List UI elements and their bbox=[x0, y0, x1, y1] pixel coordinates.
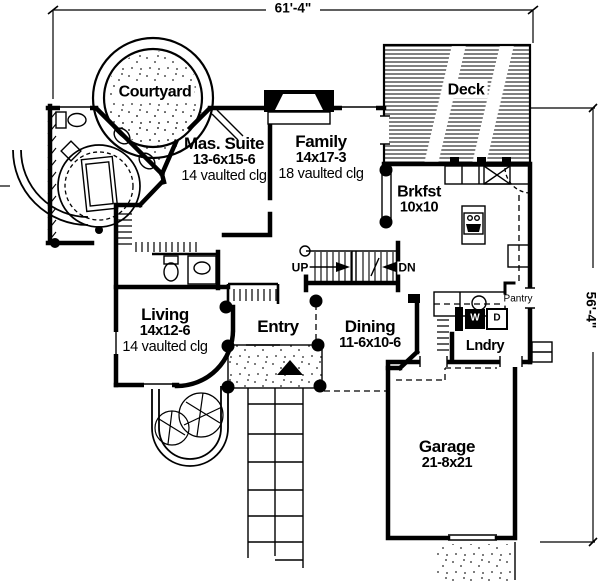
master-suite-ceiling: 14 vaulted clg bbox=[181, 168, 267, 185]
family-ceiling: 18 vaulted clg bbox=[278, 166, 364, 183]
living-name: Living bbox=[141, 305, 189, 325]
breakfast-name: Brkfst bbox=[397, 183, 441, 201]
washer-label: W bbox=[470, 312, 480, 324]
master-suite-label: Mas. Suite 13-6x15-6 14 vaulted clg bbox=[181, 134, 267, 185]
dining-name: Dining bbox=[344, 316, 396, 336]
dimension-lines bbox=[0, 5, 598, 547]
medium-walls bbox=[152, 252, 280, 304]
courtyard-label: Courtyard bbox=[115, 83, 195, 101]
cooktop-icon bbox=[466, 224, 481, 232]
dryer-label: D bbox=[493, 312, 501, 324]
laundry-label: Lndry bbox=[465, 338, 505, 355]
washer-box bbox=[465, 309, 485, 329]
right-dimension-label: 56'-4" bbox=[582, 288, 598, 332]
master-suite-name: Mas. Suite bbox=[183, 134, 265, 154]
down-arrow-icon bbox=[382, 262, 396, 272]
entry-label: Entry bbox=[257, 316, 299, 336]
family-label: Family 14x17-3 18 vaulted clg bbox=[278, 132, 364, 183]
dining-label: Dining 11-6x10-6 bbox=[339, 316, 401, 352]
dashed-lines bbox=[64, 151, 531, 392]
garage-label: Garage 21-8x21 bbox=[418, 436, 476, 472]
stairs-up-label: UP bbox=[290, 260, 310, 275]
master-suite-size: 13-6x15-6 bbox=[192, 152, 256, 169]
entry-step-triangle-icon bbox=[277, 360, 303, 375]
up-arrow-icon bbox=[336, 262, 350, 272]
top-dimension-label: 61'-4" bbox=[271, 1, 315, 17]
dining-size: 11-6x10-6 bbox=[339, 335, 401, 352]
closet-hatch bbox=[118, 213, 132, 245]
planter-and-bushes bbox=[151, 386, 229, 467]
solid-fills bbox=[50, 90, 511, 394]
living-ceiling: 14 vaulted clg bbox=[122, 339, 208, 356]
stairs-down-label: DN bbox=[397, 260, 417, 275]
garden-wall-arc bbox=[12, 149, 89, 226]
living-size: 14x12-6 bbox=[139, 323, 191, 340]
breakfast-label: Brkfst 10x10 bbox=[397, 184, 441, 217]
dryer-box bbox=[486, 308, 508, 330]
breakfast-size: 10x10 bbox=[399, 199, 439, 216]
living-label: Living 14x12-6 14 vaulted clg bbox=[122, 305, 208, 356]
deck-label: Deck bbox=[444, 81, 488, 99]
family-size: 14x17-3 bbox=[295, 150, 347, 167]
family-name: Family bbox=[295, 132, 347, 152]
garage-name: Garage bbox=[418, 436, 476, 456]
thin-details bbox=[47, 106, 553, 580]
deck-hatch bbox=[382, 43, 532, 166]
garage-size: 21-8x21 bbox=[421, 455, 473, 472]
bush-icon bbox=[154, 392, 224, 446]
pantry-label: Pantry bbox=[502, 293, 534, 306]
